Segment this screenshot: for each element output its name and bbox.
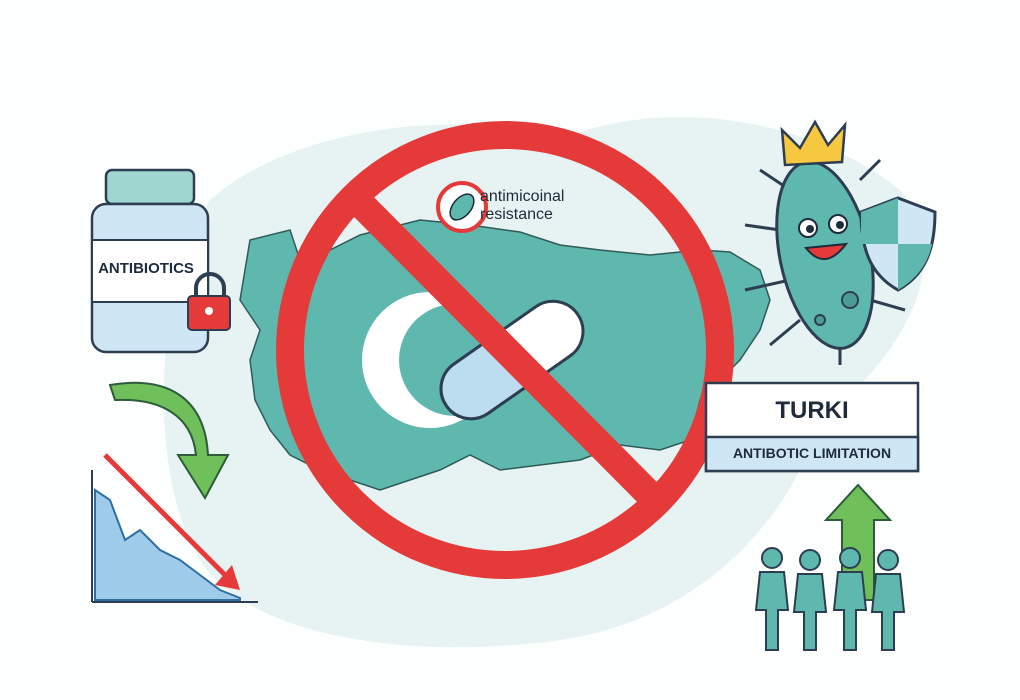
bottle-label: ANTIBIOTICS	[98, 260, 194, 277]
bacteria-badge-icon	[436, 181, 488, 233]
bacteria-mascot-icon	[744, 158, 906, 365]
prohibition-icon	[276, 121, 734, 579]
down-arrow-icon	[108, 381, 230, 500]
info-box-title: TURKI	[775, 397, 849, 424]
people-group-icon	[754, 547, 906, 651]
amr-label-line1: antimicoinal	[480, 188, 565, 205]
shield-icon	[859, 196, 937, 292]
amr-label-line2: resistance	[480, 206, 553, 223]
crown-icon	[780, 119, 847, 167]
info-box	[704, 381, 920, 473]
declining-chart-icon	[91, 453, 258, 603]
lock-icon	[187, 272, 231, 331]
antibiotics-bottle-icon	[90, 168, 210, 354]
info-box-subtitle: ANTIBOTIC LIMITATION	[732, 445, 892, 461]
